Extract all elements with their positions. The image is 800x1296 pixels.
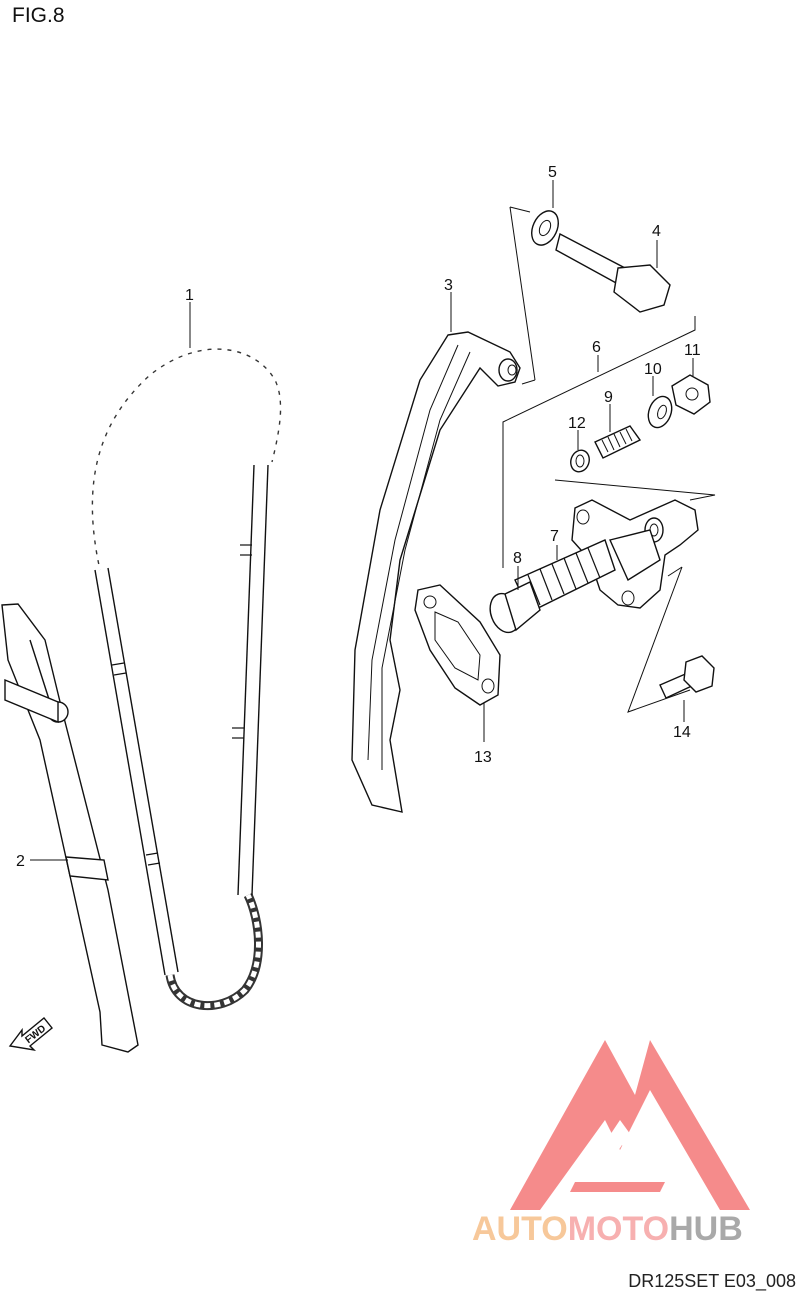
callout-12: 12 xyxy=(568,415,586,432)
gasket: 13 xyxy=(414,584,501,766)
watermark-brand: AUTOMOTOHUB xyxy=(472,1210,743,1249)
chain-guide: 2 xyxy=(1,603,139,1053)
callout-14: 14 xyxy=(673,724,691,741)
brand-hub: HUB xyxy=(669,1210,743,1248)
callout-5: 5 xyxy=(548,164,557,181)
callout-4: 4 xyxy=(652,223,661,240)
callout-10: 10 xyxy=(644,361,662,378)
callout-2: 2 xyxy=(16,853,25,870)
brand-auto: AUTO xyxy=(472,1210,568,1248)
watermark-logo-icon xyxy=(510,1040,750,1210)
diagram-code: DR125SET E03_008 xyxy=(628,1271,796,1291)
callout-1: 1 xyxy=(185,287,194,304)
fwd-arrow-icon: FWD xyxy=(8,1017,53,1052)
callout-11: 11 xyxy=(684,342,701,359)
callout-13: 13 xyxy=(474,749,492,766)
tensioner-guide: 3 xyxy=(351,277,521,813)
callout-3: 3 xyxy=(444,277,453,294)
cam-chain: 1 xyxy=(89,287,284,1010)
callout-7: 7 xyxy=(550,528,559,545)
callout-6: 6 xyxy=(592,339,601,356)
brand-moto: MOTO xyxy=(567,1210,670,1248)
tensioner-assembly: 6 11 10 9 12 xyxy=(489,316,716,741)
figure-title: FIG.8 xyxy=(12,4,65,27)
bolt-and-washer: 5 4 xyxy=(509,164,671,385)
callout-9: 9 xyxy=(604,389,613,406)
callout-8: 8 xyxy=(513,550,522,567)
